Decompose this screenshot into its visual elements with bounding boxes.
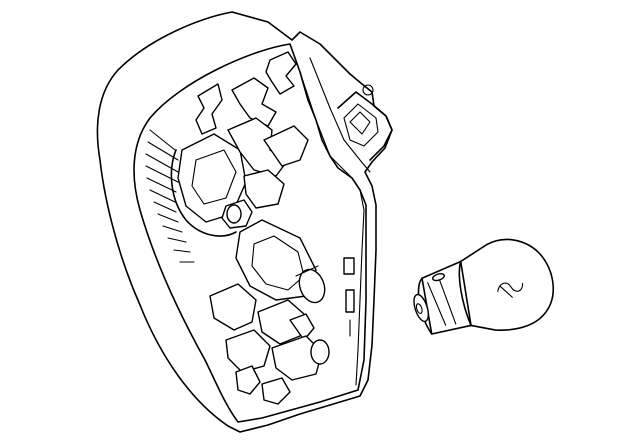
socket-fragment-upper xyxy=(195,51,297,135)
bulb xyxy=(413,238,554,335)
bulb-filament xyxy=(497,282,524,293)
reflector-ribs xyxy=(145,129,195,263)
bulb-socket-center xyxy=(235,219,326,304)
housing-side-wall-edge xyxy=(309,57,371,173)
housing-inner-rim xyxy=(133,43,367,423)
bulb-socket-boss xyxy=(170,133,253,237)
bulb-bayonet-pin xyxy=(431,273,445,282)
lamp-housing xyxy=(96,11,393,433)
mounting-tab-top xyxy=(337,84,393,161)
socket-fragment-middle xyxy=(227,117,309,209)
bulb-glass xyxy=(459,238,554,331)
connector-tabs xyxy=(343,257,355,337)
housing-side-wall xyxy=(299,71,365,386)
socket-fragment-lower xyxy=(209,283,330,405)
housing-outer-shell xyxy=(96,11,393,433)
